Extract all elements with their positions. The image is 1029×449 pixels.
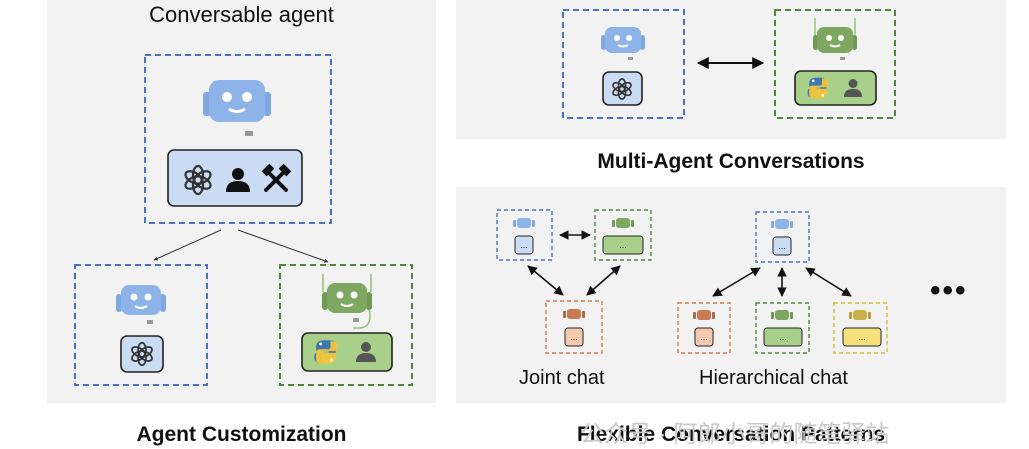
joint-agent-green: ... xyxy=(594,209,652,261)
hierarchical-chat-label: Hierarchical chat xyxy=(699,367,848,389)
assistant-capability-box xyxy=(120,335,164,373)
svg-text:...: ... xyxy=(778,241,786,251)
robot-icon xyxy=(203,80,271,136)
conversable-agent-box xyxy=(144,54,332,224)
bidirectional-arrow-icon xyxy=(586,265,621,296)
svg-text:...: ... xyxy=(779,332,787,342)
joint-agent-blue: ... xyxy=(496,209,553,261)
agent-customization-caption: Agent Customization xyxy=(136,423,347,446)
robot-icon xyxy=(322,274,372,329)
joint-agent-orange: ... xyxy=(545,300,603,354)
svg-text:...: ... xyxy=(570,332,578,342)
svg-text:...: ... xyxy=(700,332,708,342)
bidirectional-arrow-icon xyxy=(805,267,852,297)
ellipsis-icon: ••• xyxy=(930,274,968,307)
svg-text:...: ... xyxy=(619,240,627,250)
hier-agent-root: ... xyxy=(755,211,810,263)
robot-icon xyxy=(813,18,857,60)
assistant-agent-box xyxy=(74,264,208,386)
robot-icon xyxy=(601,27,645,60)
bidirectional-arrow-icon xyxy=(712,267,761,297)
svg-text:...: ... xyxy=(520,240,528,250)
agent-a-box xyxy=(562,9,685,119)
hier-agent-orange: ... xyxy=(677,302,731,354)
hier-agent-green: ... xyxy=(755,302,810,354)
multi-agent-panel xyxy=(456,0,1006,139)
agent-b-capability-box xyxy=(794,70,877,106)
conversable-agent-title: Conversable agent xyxy=(149,2,334,27)
user-proxy-capability-box xyxy=(301,332,393,372)
diagram-art: ... ... ... ... ... xyxy=(74,9,896,386)
joint-chat-label: Joint chat xyxy=(519,367,605,389)
hier-agent-yellow: ... xyxy=(833,302,888,354)
multi-agent-caption: Multi-Agent Conversations xyxy=(597,150,865,173)
bidirectional-arrow-icon xyxy=(527,265,564,296)
svg-text:...: ... xyxy=(858,332,866,342)
robot-icon xyxy=(116,285,166,324)
agent-b-box xyxy=(774,9,896,119)
user-proxy-agent-box xyxy=(279,264,413,386)
watermark: 公众号 · 阿郎小哥的随笔驿站 xyxy=(580,421,890,448)
agent-a-capability-box xyxy=(602,71,643,106)
